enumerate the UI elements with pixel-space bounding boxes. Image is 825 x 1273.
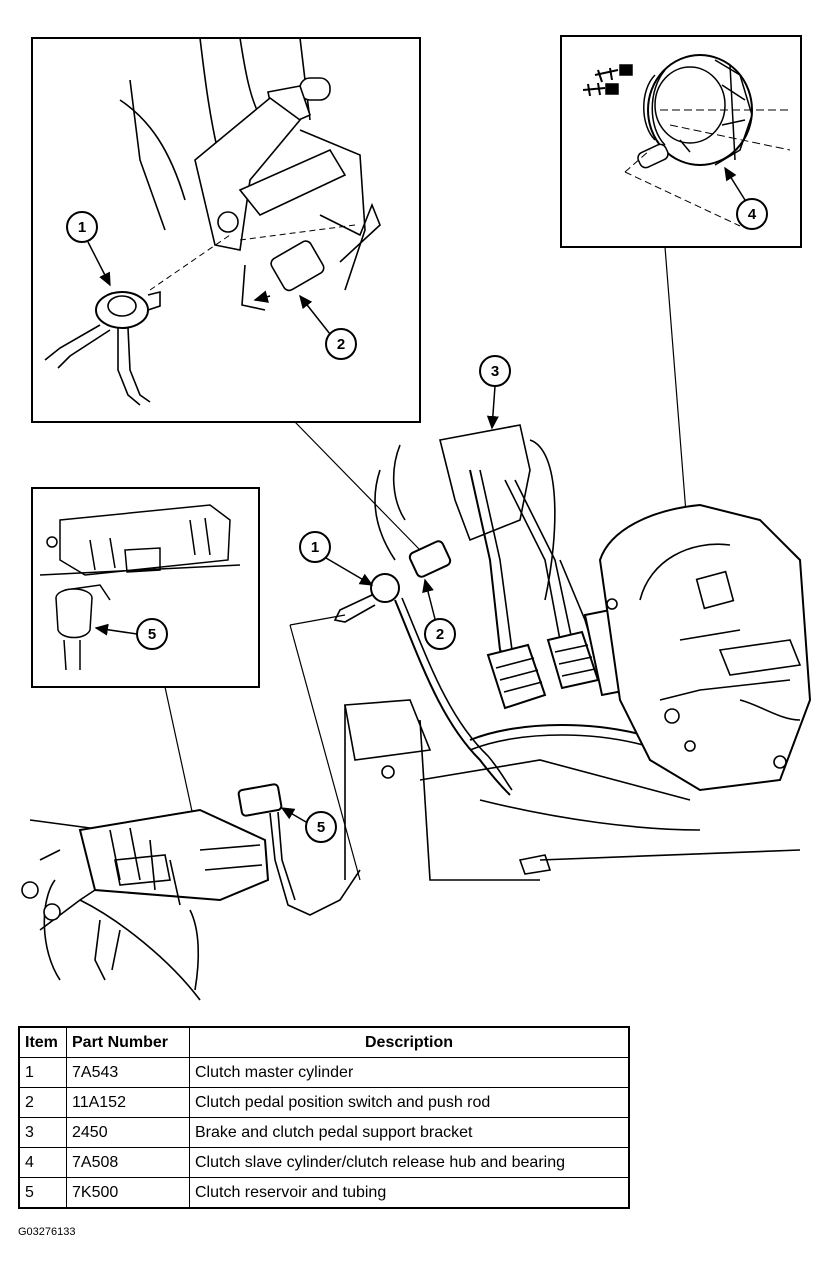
callout-1-main — [299, 531, 374, 586]
header-item: Item — [18, 1026, 67, 1058]
callout-label: 1 — [78, 219, 86, 236]
cell-part-number: 7A543 — [66, 1057, 190, 1088]
reservoir-leader-line — [289, 614, 346, 626]
cell-description: Clutch reservoir and tubing — [189, 1177, 630, 1209]
cell-description: Brake and clutch pedal support bracket — [189, 1117, 630, 1148]
cell-part-number: 2450 — [66, 1117, 190, 1148]
callout-5-main — [280, 807, 337, 843]
table-row: 1 7A543 Clutch master cylinder — [18, 1057, 630, 1088]
callout-label: 2 — [337, 336, 345, 353]
header-description: Description — [189, 1026, 630, 1058]
cell-description: Clutch master cylinder — [189, 1057, 630, 1088]
callout-label: 3 — [491, 363, 499, 380]
header-part-number: Part Number — [66, 1026, 190, 1058]
callout-4-inset — [724, 166, 768, 230]
reservoir-leader-line — [289, 624, 361, 881]
callout-label: 5 — [148, 626, 156, 643]
figure-code: G03276133 — [18, 1226, 76, 1238]
table-header-row: Item Part Number Description — [18, 1026, 630, 1058]
cell-item: 2 — [18, 1087, 67, 1118]
cell-item: 1 — [18, 1057, 67, 1088]
main-reservoir-drawing — [21, 783, 361, 1001]
cell-item: 3 — [18, 1117, 67, 1148]
cell-description: Clutch slave cylinder/clutch release hub… — [189, 1147, 630, 1178]
callout-5-inset — [94, 618, 168, 650]
cell-part-number: 7K500 — [66, 1177, 190, 1209]
inset-slave-cylinder-drawing — [582, 54, 791, 227]
callout-label: 2 — [436, 626, 444, 643]
inset-master-cylinder-drawing — [44, 37, 381, 406]
callout-1-inset — [66, 211, 111, 287]
callout-2-inset — [299, 294, 357, 360]
table-row: 4 7A508 Clutch slave cylinder/clutch rel… — [18, 1147, 630, 1178]
main-pedal-assembly-drawing — [333, 424, 812, 881]
cell-part-number: 7A508 — [66, 1147, 190, 1178]
cell-item: 4 — [18, 1147, 67, 1178]
callout-3-main — [479, 355, 511, 430]
callout-2-main — [422, 578, 456, 650]
cell-item: 5 — [18, 1177, 67, 1209]
inset-reservoir-drawing — [39, 504, 241, 671]
table-row: 5 7K500 Clutch reservoir and tubing — [18, 1177, 630, 1209]
callout-label: 5 — [317, 819, 325, 836]
cell-description: Clutch pedal position switch and push ro… — [189, 1087, 630, 1118]
table-row: 3 2450 Brake and clutch pedal support br… — [18, 1117, 630, 1148]
callout-label: 1 — [311, 539, 319, 556]
parts-table: Item Part Number Description 1 7A543 Clu… — [18, 1026, 630, 1209]
table-row: 2 11A152 Clutch pedal position switch an… — [18, 1087, 630, 1118]
callout-label: 4 — [748, 206, 757, 223]
clutch-system-diagram: 1 2 4 — [21, 35, 812, 1001]
cell-part-number: 11A152 — [66, 1087, 190, 1118]
